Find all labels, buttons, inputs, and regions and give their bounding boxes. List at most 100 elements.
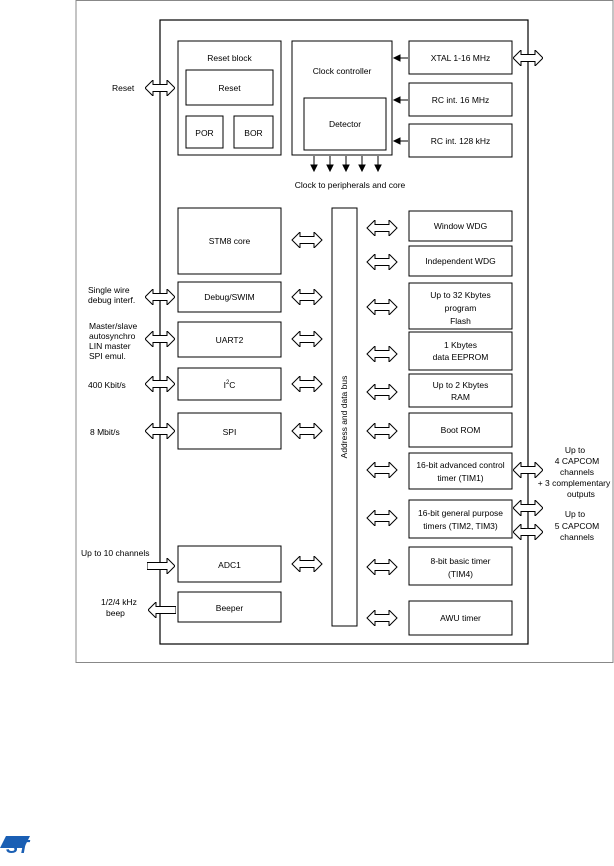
tim1-ext-3: channels	[560, 467, 594, 477]
eeprom-box	[408, 331, 513, 371]
beeper-output-arrow	[148, 602, 176, 618]
ram-label-1: Up to 2 Kbytes	[433, 380, 489, 390]
tim23-label-1: 16-bit general purpose	[418, 508, 503, 518]
bootrom-bus-arrow	[366, 423, 398, 439]
st-logo: ST	[0, 836, 31, 857]
tim1-ext-1: Up to	[565, 445, 586, 455]
por-box	[185, 115, 224, 149]
tim1-ext-5: outputs	[567, 489, 595, 499]
debug-swim-label: Debug/SWIM	[204, 292, 255, 302]
iwdg-label: Independent WDG	[425, 256, 495, 266]
clock-controller-title: Clock controller	[313, 66, 372, 76]
flash-box	[408, 282, 513, 330]
reset-box	[185, 69, 274, 106]
bor-label: BOR	[244, 128, 262, 138]
oscillator-arrows	[392, 54, 408, 145]
ram-bus-arrow	[366, 384, 398, 400]
xtal-label: XTAL 1-16 MHz	[431, 53, 491, 63]
uart2-label: UART2	[216, 335, 244, 345]
beeper-label: Beeper	[216, 603, 244, 613]
clock-to-peripherals-label: Clock to peripherals and core	[295, 180, 406, 190]
awu-bus-arrow	[366, 610, 398, 626]
tim23-ext-3: channels	[560, 532, 594, 542]
uart-bus-arrow	[291, 331, 323, 347]
chip-outline	[159, 19, 529, 645]
tim23-ext-2: 5 CAPCOM	[555, 521, 599, 531]
por-label: POR	[195, 128, 213, 138]
wwdg-box	[408, 210, 513, 242]
clock-output-arrows	[310, 156, 382, 173]
i2c-box	[177, 367, 282, 401]
awu-label: AWU timer	[440, 613, 481, 623]
tim4-box	[408, 546, 513, 586]
svg-text:ST: ST	[6, 837, 31, 857]
flash-label-1: Up to 32 Kbytes	[430, 290, 490, 300]
swim-label-1: Single wire	[88, 285, 130, 295]
uart2-box	[177, 321, 282, 358]
tim1-bus-arrow	[366, 462, 398, 478]
flash-bus-arrow	[366, 299, 398, 315]
stm8-core-label: STM8 core	[209, 236, 251, 246]
eeprom-label-2: data EEPROM	[433, 352, 489, 362]
eeprom-bus-arrow	[366, 346, 398, 362]
ram-label-2: RAM	[451, 392, 470, 402]
tim4-label-1: 8-bit basic timer	[431, 556, 491, 566]
beep-label-2: beep	[106, 608, 125, 618]
tim1-ext-2: 4 CAPCOM	[555, 456, 599, 466]
spi-bus-arrow	[291, 423, 323, 439]
tim1-label-2: timer (TIM1)	[437, 473, 483, 483]
iwdg-bus-arrow	[366, 254, 398, 270]
stm8-core-box	[177, 207, 282, 275]
adc1-label: ADC1	[218, 560, 241, 570]
bor-box	[233, 115, 274, 149]
debug-swim-box	[177, 281, 282, 313]
eeprom-label-1: 1 Kbytes	[444, 340, 477, 350]
i2c-label: I2C	[224, 380, 236, 390]
adc-channels-label: Up to 10 channels	[81, 548, 150, 558]
reset-box-label: Reset	[218, 83, 241, 93]
bus-label: Address and data bus	[339, 376, 349, 459]
uart-label-1: Master/slave	[89, 321, 137, 331]
detector-box	[303, 97, 387, 151]
clock-controller: Clock controller Detector	[291, 40, 393, 156]
bootrom-label: Boot ROM	[441, 425, 481, 435]
tim23-label-2: timers (TIM2, TIM3)	[423, 521, 498, 531]
adc1-box	[177, 545, 282, 583]
reset-block: Reset block Reset POR BOR	[177, 40, 282, 156]
tim1-ext-4: + 3 complementary	[538, 478, 611, 488]
tim4-bus-arrow	[366, 559, 398, 575]
tim23-box	[408, 499, 513, 539]
spi-box	[177, 412, 282, 450]
address-data-bus	[331, 207, 358, 627]
tim4-label-2: (TIM4)	[448, 569, 473, 579]
ram-box	[408, 373, 513, 408]
uart-label-2: autosynchro	[89, 331, 136, 341]
i2c-bus-arrow	[291, 376, 323, 392]
flash-label-3: Flash	[450, 316, 471, 326]
xtal-box	[408, 40, 513, 75]
tim1-label-1: 16-bit advanced control	[416, 460, 504, 470]
debug-bus-arrow	[291, 289, 323, 305]
spi-label: SPI	[223, 427, 237, 437]
beep-label-1: 1/2/4 kHz	[101, 597, 137, 607]
tim23-ext-1: Up to	[565, 509, 586, 519]
flash-label-2: program	[445, 303, 477, 313]
wwdg-bus-arrow	[366, 220, 398, 236]
uart-label-4: SPI emul.	[89, 351, 126, 361]
rc128-label: RC int. 128 kHz	[431, 136, 491, 146]
detector-label: Detector	[329, 119, 361, 129]
swim-label-2: debug interf.	[88, 295, 135, 305]
i2c-speed-label: 400 Kbit/s	[88, 380, 126, 390]
tim1-box	[408, 452, 513, 490]
beeper-box	[177, 591, 282, 623]
reset-block-title: Reset block	[207, 53, 252, 63]
wwdg-label: Window WDG	[434, 221, 487, 231]
core-bus-arrow	[291, 232, 323, 248]
awu-box	[408, 600, 513, 636]
rc16-box	[408, 82, 513, 117]
bootrom-box	[408, 412, 513, 448]
uart-label-3: LIN master	[89, 341, 131, 351]
adc-bus-arrow	[291, 556, 323, 572]
figure-frame	[75, 0, 614, 663]
